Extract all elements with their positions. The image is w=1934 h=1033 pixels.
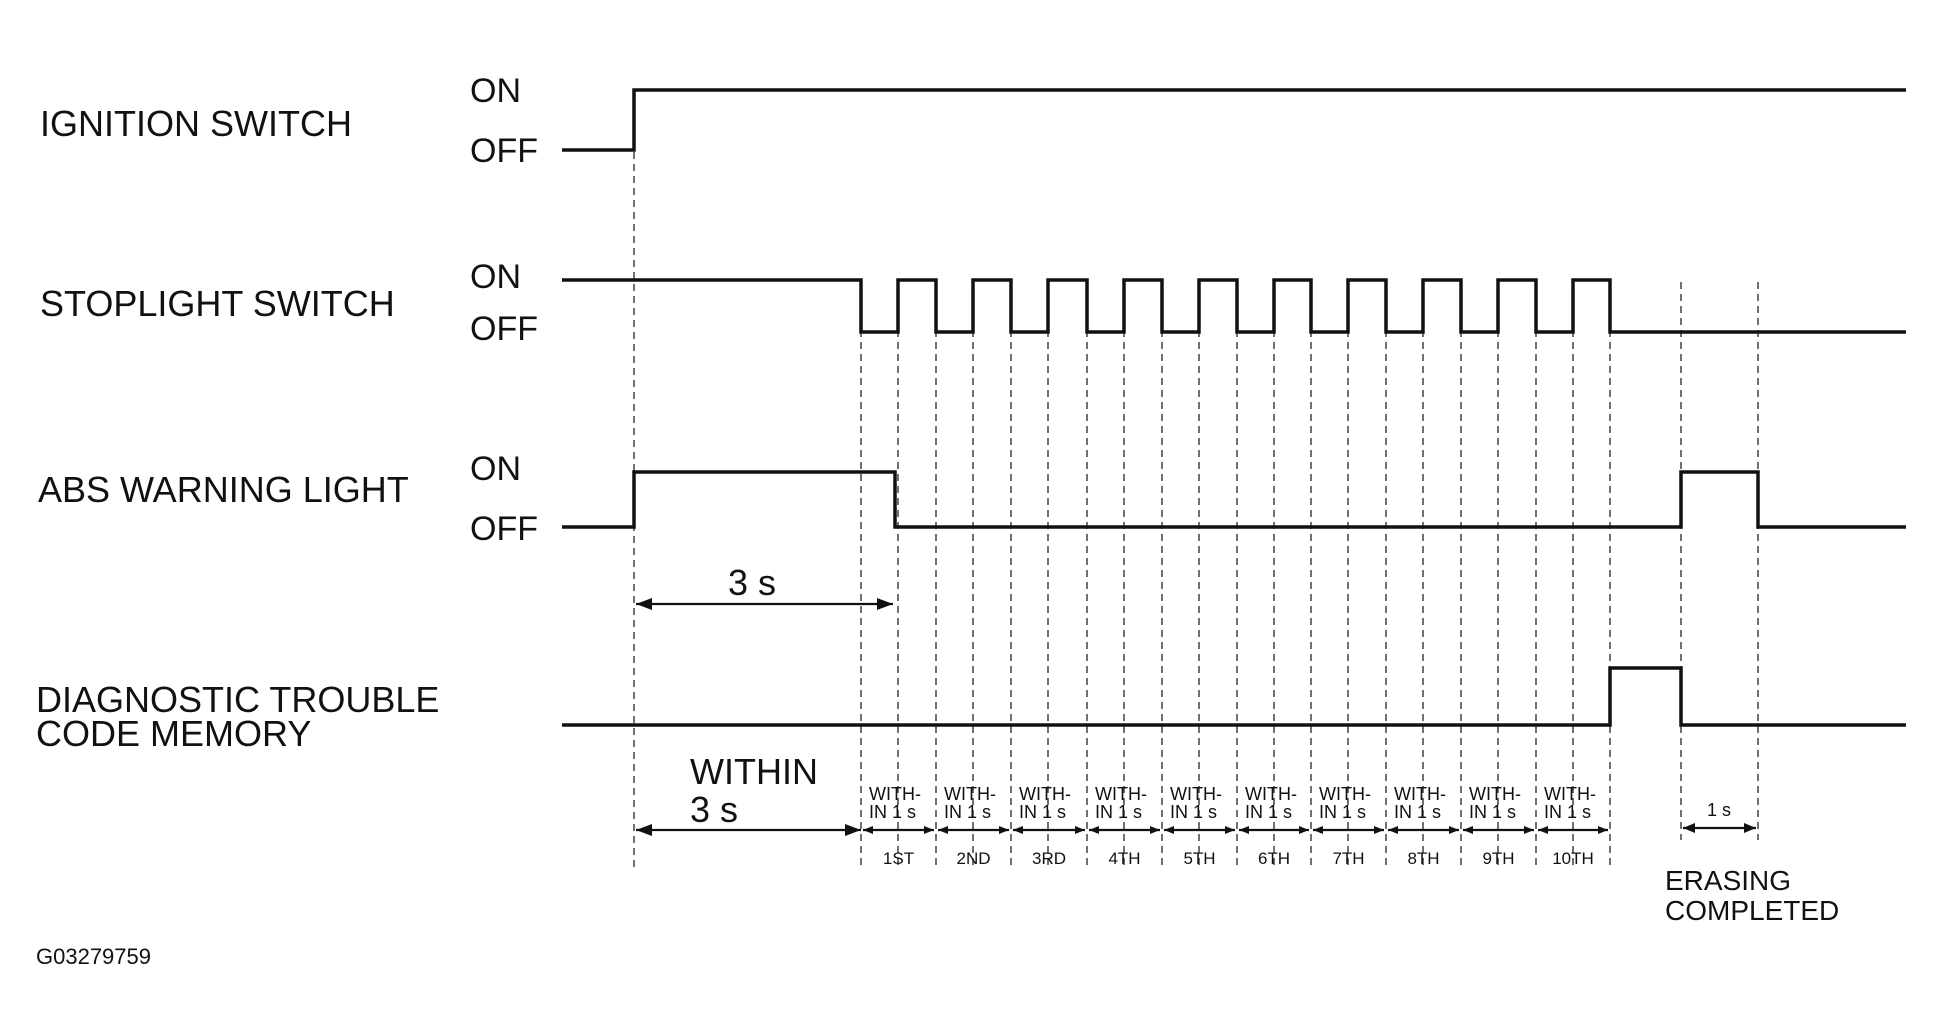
stoplight-switch-waveform — [562, 278, 1906, 334]
press-ordinal-label: 1ST — [883, 849, 914, 868]
within-1s-label-line2: IN 1 s — [1319, 802, 1366, 822]
within-1s-label-line1: WITH- — [1095, 784, 1147, 804]
timing-guides — [633, 152, 1759, 870]
figure-id: G03279759 — [36, 944, 151, 969]
stoplight-on-label: ON — [470, 258, 521, 296]
within-1s-label-line2: IN 1 s — [1394, 802, 1441, 822]
dtc-memory-waveform — [562, 666, 1906, 727]
press-ordinal-label: 9TH — [1482, 849, 1514, 868]
within-1s-arrow — [1164, 826, 1235, 834]
press-ordinal-label: 7TH — [1332, 849, 1364, 868]
dtc-memory-label-line1: DIAGNOSTIC TROUBLE — [36, 679, 439, 720]
within-1s-label-line2: IN 1 s — [1245, 802, 1292, 822]
erase-duration-label: 1 s — [1707, 800, 1731, 820]
within-1s-arrow — [1538, 826, 1608, 834]
press-ordinal-label: 10TH — [1552, 849, 1594, 868]
stoplight-switch-label: STOPLIGHT SWITCH — [40, 283, 395, 324]
within-1s-arrow — [1388, 826, 1459, 834]
warning-duration-arrow — [636, 598, 893, 610]
within-1s-label-line1: WITH- — [1170, 784, 1222, 804]
within-1s-label-line2: IN 1 s — [1019, 802, 1066, 822]
abs-on-label: ON — [470, 450, 521, 488]
press-ordinal-label: 4TH — [1108, 849, 1140, 868]
within-3s-arrow — [636, 824, 861, 836]
within-1s-label-line2: IN 1 s — [1170, 802, 1217, 822]
within-1s-arrow — [1089, 826, 1160, 834]
within-3s-label-line2: 3 s — [690, 789, 738, 830]
ignition-on-label: ON — [470, 72, 521, 110]
within-1s-label-line2: IN 1 s — [869, 802, 916, 822]
press-ordinal-label: 8TH — [1407, 849, 1439, 868]
within-1s-arrow — [1313, 826, 1384, 834]
erasing-completed-line2: COMPLETED — [1665, 895, 1839, 926]
press-ordinal-label: 3RD — [1032, 849, 1066, 868]
ignition-switch-label: IGNITION SWITCH — [40, 103, 352, 144]
stoplight-off-label: OFF — [470, 310, 538, 348]
abs-warning-light-label: ABS WARNING LIGHT — [38, 469, 409, 510]
within-1s-label-line1: WITH- — [1319, 784, 1371, 804]
within-1s-arrow — [1463, 826, 1534, 834]
warning-duration-label: 3 s — [728, 562, 776, 603]
within-3s-label-line1: WITHIN — [690, 751, 818, 792]
within-1s-arrow — [1239, 826, 1309, 834]
press-ordinal-label: 5TH — [1183, 849, 1215, 868]
within-1s-label-line2: IN 1 s — [1469, 802, 1516, 822]
within-1s-label-line1: WITH- — [1469, 784, 1521, 804]
within-1s-label-line1: WITH- — [1394, 784, 1446, 804]
press-ordinal-label: 6TH — [1258, 849, 1290, 868]
within-1s-label-line1: WITH- — [869, 784, 921, 804]
within-1s-label-line1: WITH- — [1019, 784, 1071, 804]
abs-warning-light-waveform — [562, 470, 1906, 529]
within-1s-label-line2: IN 1 s — [1095, 802, 1142, 822]
within-1s-arrow — [938, 826, 1009, 834]
within-1s-label-line2: IN 1 s — [944, 802, 991, 822]
erase-duration-arrow — [1683, 823, 1756, 833]
dtc-memory-label-line2: CODE MEMORY — [36, 713, 311, 754]
ignition-off-label: OFF — [470, 132, 538, 170]
within-1s-label-line1: WITH- — [944, 784, 996, 804]
within-1s-label-line1: WITH- — [1544, 784, 1596, 804]
within-1s-arrow — [1013, 826, 1085, 834]
within-1s-arrow — [863, 826, 934, 834]
abs-off-label: OFF — [470, 510, 538, 548]
press-ordinal-label: 2ND — [956, 849, 990, 868]
ignition-switch-waveform — [562, 88, 1906, 152]
within-1s-label-line1: WITH- — [1245, 784, 1297, 804]
erasing-completed-line1: ERASING — [1665, 865, 1791, 896]
within-1s-label-line2: IN 1 s — [1544, 802, 1591, 822]
